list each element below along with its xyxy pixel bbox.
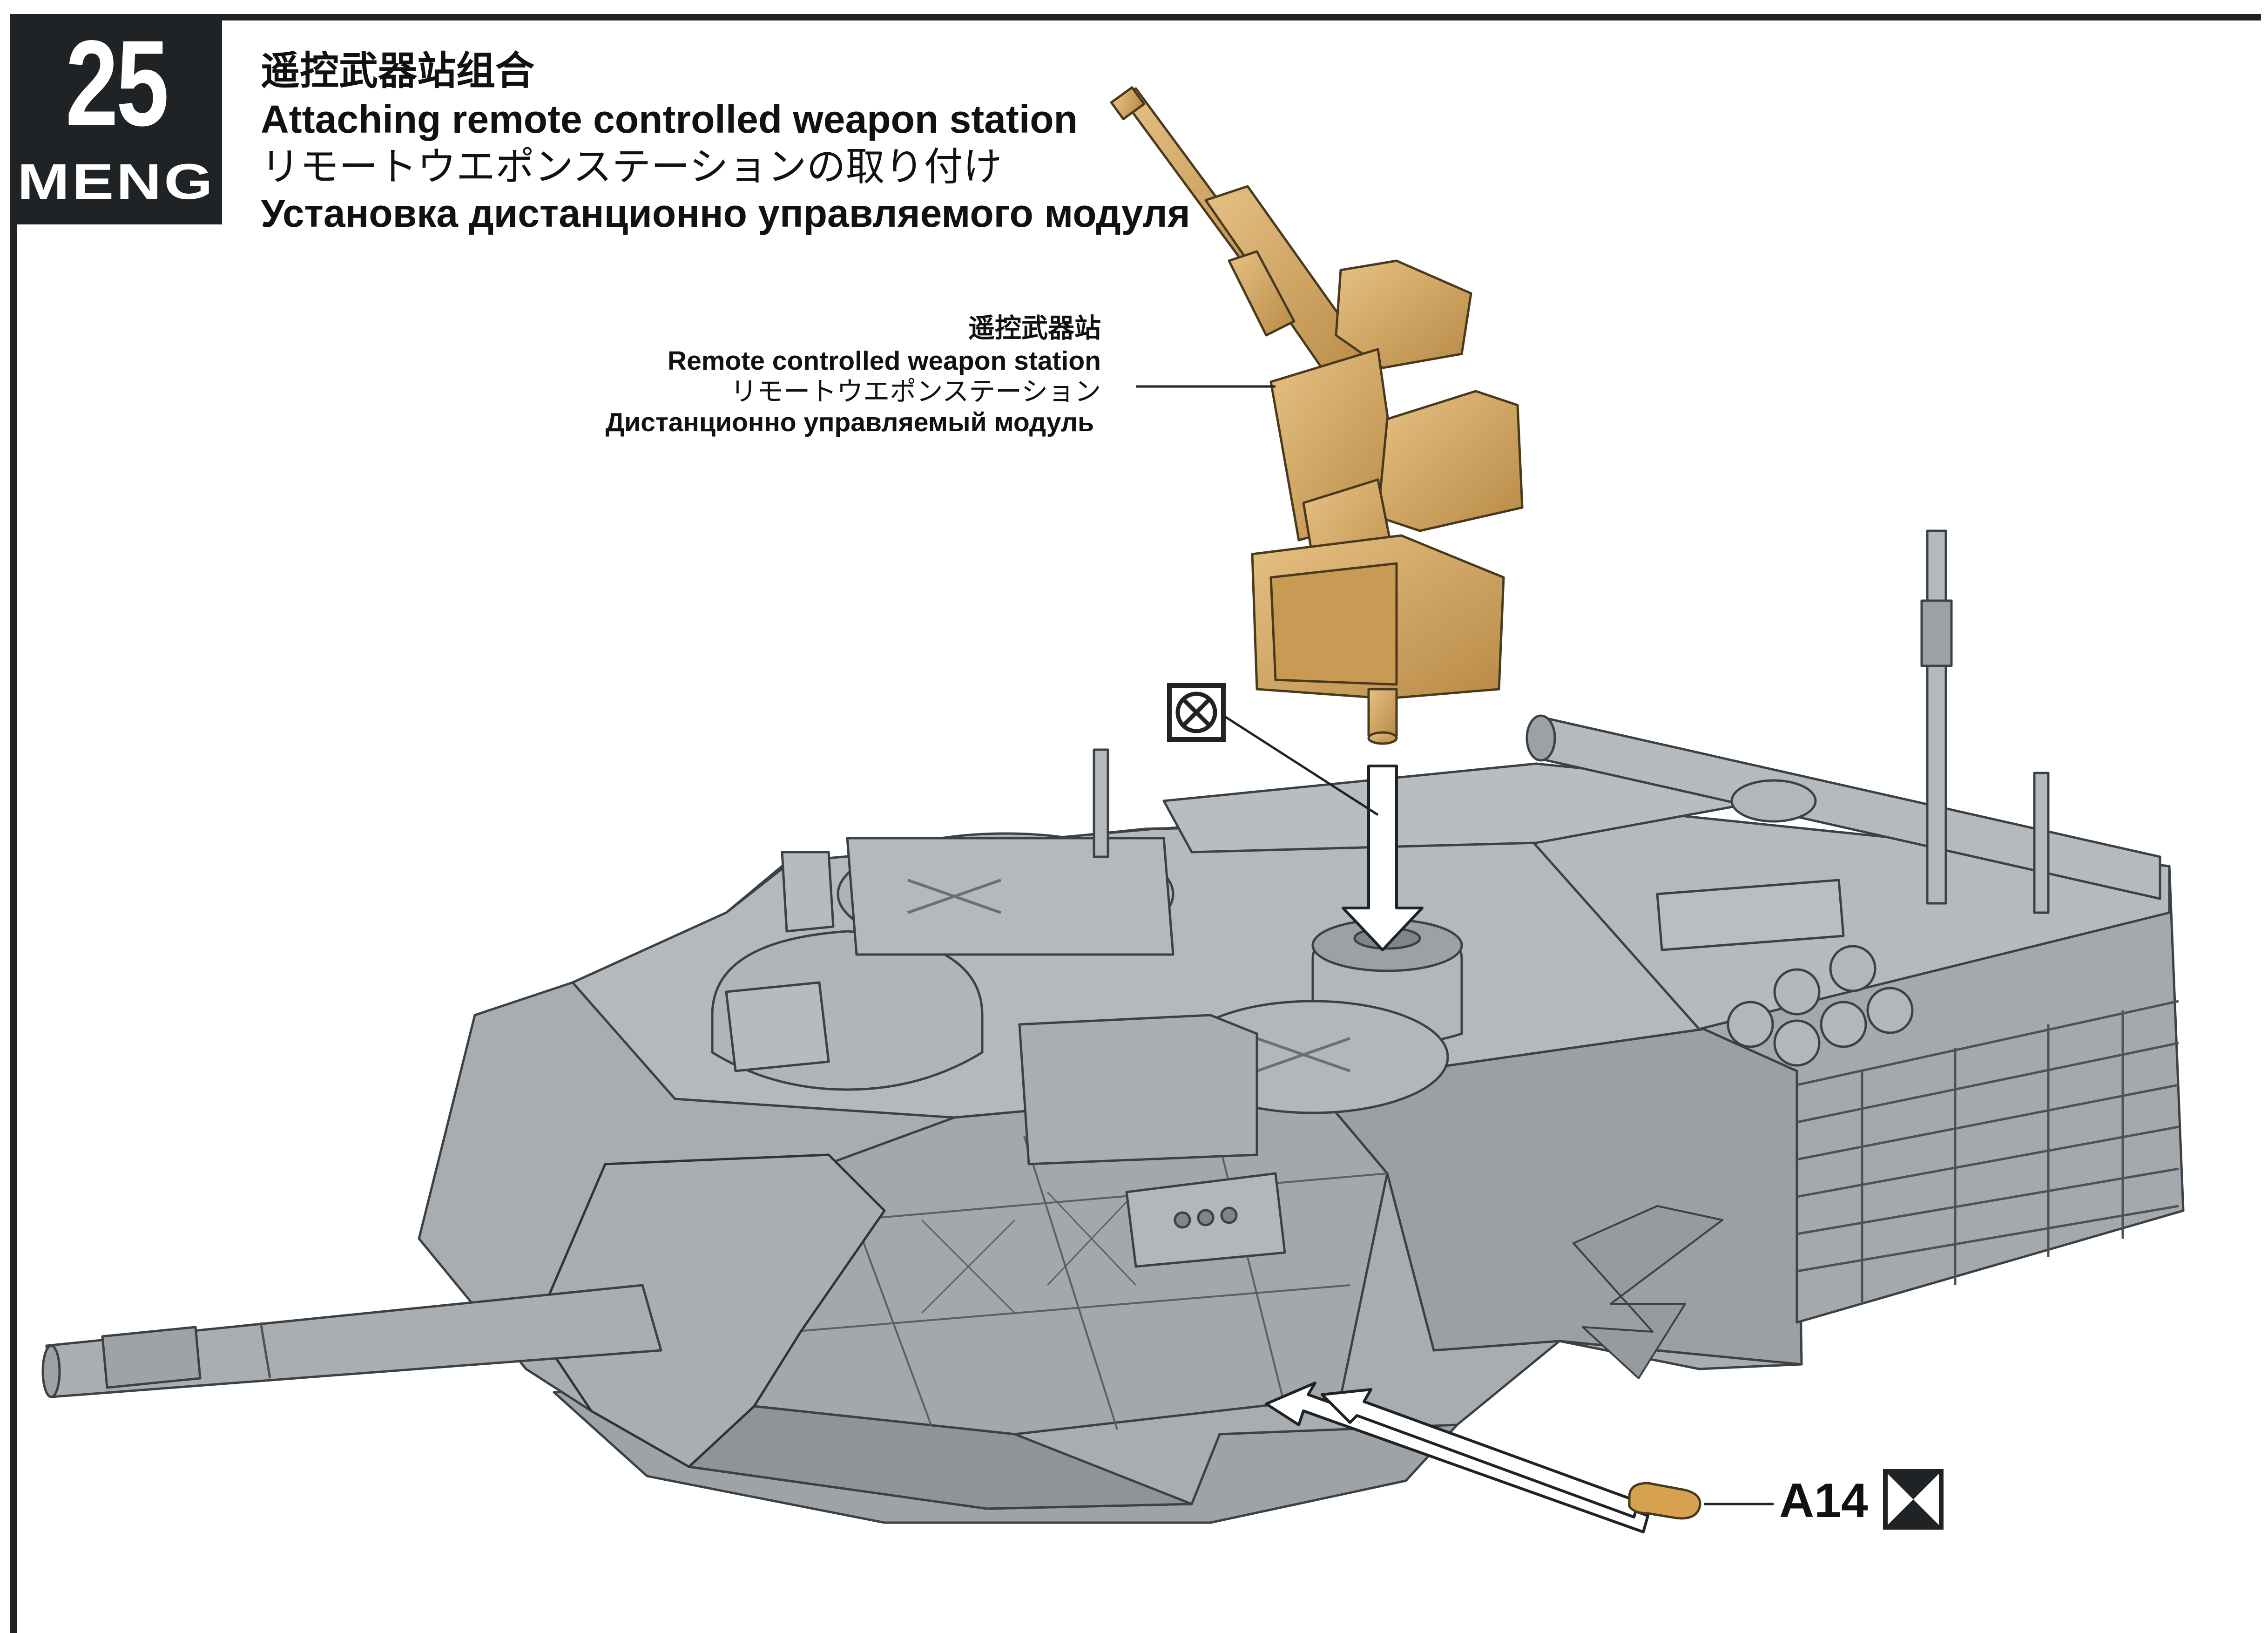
page-frame-left — [10, 14, 17, 1633]
part-label-a14: A14 — [1779, 1474, 1868, 1528]
step-title-japanese: リモートウエポンステーションの取り付け — [261, 145, 1002, 189]
mount-arrow — [1342, 765, 1424, 951]
step-title-english: Attaching remote controlled weapon stati… — [261, 97, 1078, 141]
tank-turret — [41, 529, 2185, 1524]
weapon-station-part — [1110, 86, 1524, 745]
page-frame-top — [10, 14, 2261, 20]
step-title-chinese: 遥控武器站组合 — [261, 49, 535, 93]
brand-logo: MENG — [17, 153, 215, 210]
part-a14-arrows — [1265, 1382, 1649, 1533]
callout-english: Remote controlled weapon station — [667, 346, 1101, 376]
callout-russian: Дистанционно управляемый модуль — [605, 407, 1094, 437]
cement-icon — [1167, 683, 1226, 742]
step-number: 25 — [65, 15, 169, 151]
glue-icon — [1883, 1469, 1944, 1530]
callout-chinese: 遥控武器站 — [968, 313, 1101, 343]
step-title-russian: Установка дистанционно управляемого моду… — [261, 191, 1190, 235]
part-a14 — [1628, 1482, 1701, 1520]
step-badge — [10, 14, 222, 224]
callout-japanese: リモートウエポンステーション — [730, 377, 1101, 407]
